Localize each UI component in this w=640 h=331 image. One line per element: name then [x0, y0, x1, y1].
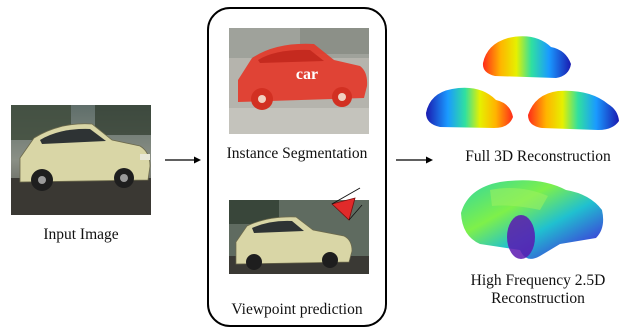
full-3d-caption: Full 3D Reconstruction	[465, 148, 611, 165]
input-image-caption: Input Image	[43, 226, 119, 243]
full-3d-shape-right	[528, 90, 619, 130]
high-frequency-caption-line2: Reconstruction	[491, 290, 585, 307]
input-image	[11, 105, 151, 215]
full-3d-shape-top	[482, 36, 571, 78]
viewpoint-marker	[331, 187, 363, 221]
segment-class-tag: car	[295, 66, 319, 83]
arrow-middle-to-outputs	[396, 156, 433, 164]
middle-frame	[207, 7, 387, 327]
high-frequency-2-5d-shape	[461, 180, 604, 259]
arrow-input-to-middle	[165, 156, 201, 164]
full-3d-shape-left	[426, 87, 513, 128]
segmentation-image	[229, 28, 369, 134]
instance-segmentation-caption: Instance Segmentation	[226, 145, 368, 162]
high-frequency-caption-line1: High Frequency 2.5D	[470, 272, 606, 289]
viewpoint-prediction-caption: Viewpoint prediction	[231, 301, 363, 318]
